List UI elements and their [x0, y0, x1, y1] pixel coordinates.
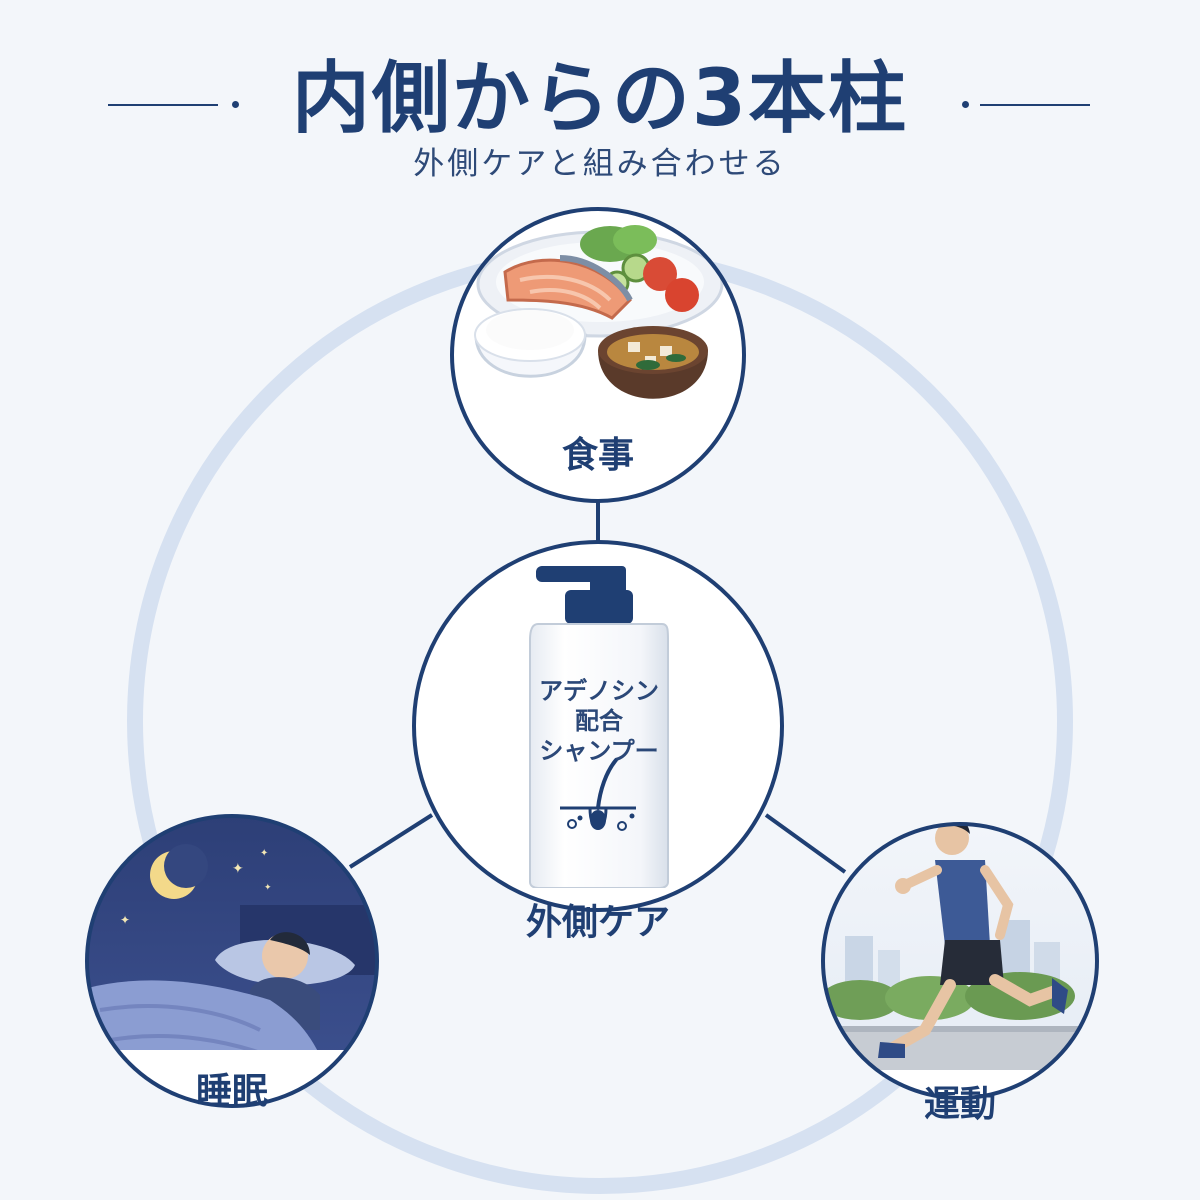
meal-illustration [450, 207, 746, 503]
page-title: 内側からの3本柱 [291, 54, 909, 144]
shampoo-bottle-icon [412, 540, 784, 912]
sleep-illustration: ✦ ✦ ✦ ✦ [85, 814, 379, 1108]
pillar-label-meal: 食事 [561, 435, 634, 476]
svg-text:✦: ✦ [260, 848, 268, 859]
title-left-dot [232, 101, 239, 108]
pillar-label-exercise: 運動 [923, 1084, 996, 1125]
svg-text:✦: ✦ [120, 913, 130, 927]
svg-text:✦: ✦ [232, 861, 244, 877]
pillar-label-sleep: 睡眠 [195, 1071, 268, 1112]
title-left-line [108, 104, 218, 106]
connector-left [348, 813, 434, 869]
title-row: 内側からの3本柱 [0, 28, 1200, 144]
bottle-label-line-2: 配合 [575, 707, 623, 735]
svg-text:✦: ✦ [264, 883, 272, 893]
bottle-label-line-3: シャンプー [539, 737, 659, 765]
page-subtitle: 外側ケアと組み合わせる [413, 146, 787, 182]
title-right-line [980, 104, 1090, 106]
title-right-dot [962, 101, 969, 108]
connector-right [764, 813, 847, 874]
bottle-label-line-1: アデノシン [539, 677, 659, 705]
center-label: 外側ケア [525, 902, 670, 943]
